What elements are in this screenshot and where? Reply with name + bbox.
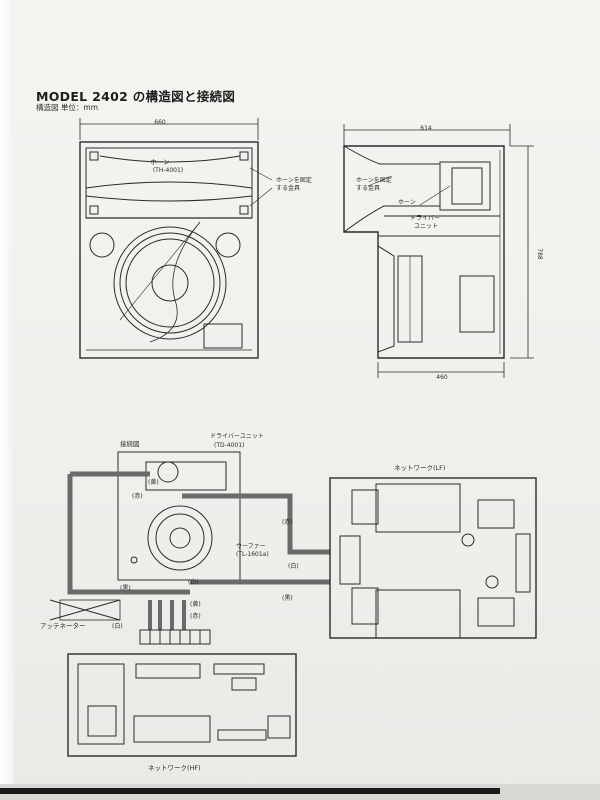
wiring-diagram-label: 接続図	[120, 439, 140, 448]
network-lf-diagram	[329, 477, 537, 639]
front-horn-fixing-label-2: する金具	[276, 184, 300, 192]
front-horn-model-label: (TH-4001)	[153, 167, 183, 174]
wire-black-label: (黒)	[282, 595, 293, 602]
wire-red-label: (赤)	[132, 493, 143, 500]
wire-white-label-2: (白)	[188, 578, 199, 586]
side-driver-label-2: ユニット	[414, 223, 438, 230]
black-edge-bar	[0, 788, 500, 794]
dim-side-height: 788	[536, 248, 543, 260]
side-driver-label: ドライバー	[410, 215, 440, 222]
wiring-diagram	[49, 451, 330, 645]
front-horn-fixing-label: ホーンを固定	[276, 176, 312, 184]
side-horn-fixing-label-2: する金具	[356, 184, 380, 192]
wire-red-label-2: (赤)	[282, 519, 293, 526]
page-bottom-edge	[0, 784, 600, 800]
wire-black-label-2: (黒)	[120, 585, 131, 592]
driver-unit-label: ドライバーユニット	[210, 433, 264, 440]
woofer-label: ウーファー	[236, 542, 266, 550]
side-horn-label: ホーン	[398, 199, 416, 206]
wire-red-label-3: (赤)	[190, 613, 201, 620]
dim-front-width: 660	[154, 119, 166, 126]
wire-yellow-label-2: (黄)	[190, 600, 201, 608]
page-title: MODEL 2402 の構造図と接続図	[36, 89, 236, 104]
wire-yellow-label: (黄)	[148, 478, 159, 486]
side-horn-fixing-label: ホーンを固定	[356, 176, 392, 184]
network-lf-label: ネットワーク(LF)	[394, 464, 445, 472]
dim-side-depth-top: 614	[420, 125, 432, 132]
front-horn-label: ホーン	[150, 158, 169, 166]
dim-side-depth-bottom: 460	[436, 374, 448, 381]
side-view-diagram	[343, 124, 534, 378]
attenuator-label: アッテネーター	[40, 621, 86, 630]
woofer-model-label: (TL-1601a)	[236, 551, 269, 558]
page-subtitle: 構造図 単位：mm	[36, 103, 98, 112]
network-hf-diagram	[67, 653, 297, 757]
front-view-diagram	[79, 118, 273, 359]
driver-model-label: (TD-4001)	[214, 442, 244, 449]
network-hf-label: ネットワーク(HF)	[148, 764, 201, 772]
wire-white-label-3: (白)	[112, 622, 123, 630]
wire-white-label: (白)	[288, 562, 299, 570]
page-edge	[0, 0, 14, 800]
